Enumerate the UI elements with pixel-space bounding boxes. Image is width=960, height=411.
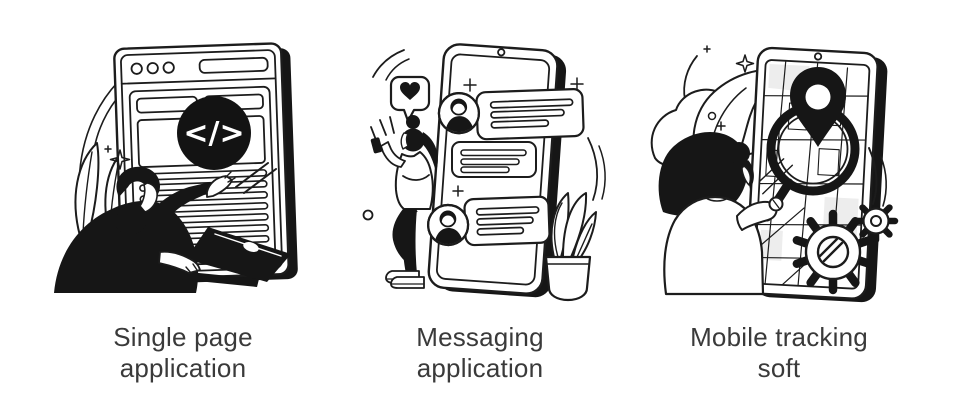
- caption-line: application: [416, 353, 544, 383]
- motion-lines: [235, 162, 277, 194]
- sparkle-icon: [452, 77, 584, 197]
- swoosh-arcs-right: [587, 137, 606, 201]
- caption-line: application: [119, 353, 247, 383]
- handheld-phone-icon: [370, 137, 383, 154]
- typing-hand: [158, 250, 201, 274]
- sparkle-icon: [703, 45, 755, 131]
- caption-line: Single page: [113, 322, 253, 352]
- chat-bubble-1: [438, 88, 585, 141]
- illustration-single-page-application: </>: [54, 42, 298, 293]
- dot-decoration: [362, 209, 374, 221]
- chat-bubble-2: [451, 141, 537, 178]
- swoosh-arcs: [372, 49, 410, 81]
- gear-icon-small: [853, 198, 899, 244]
- location-pin-icon: [790, 67, 846, 147]
- texting-woman-figure: [370, 115, 438, 289]
- camera-dot: [813, 52, 823, 61]
- laptop-icon: [147, 227, 291, 287]
- camera-dot: [497, 48, 506, 57]
- illustration-mobile-tracking-soft: [650, 45, 899, 303]
- chat-bubble-3: [427, 195, 551, 246]
- radiating-lines: [370, 116, 395, 141]
- caption-single-page-application: Single page application: [53, 322, 313, 384]
- potted-plant-icon: [544, 192, 597, 302]
- heart-bubble-icon: [389, 75, 431, 123]
- searching-woman-figure: [658, 132, 784, 296]
- swoosh-arc-left: [683, 55, 698, 101]
- illustration-messaging-application: [362, 43, 606, 302]
- caption-line: Messaging: [416, 322, 544, 352]
- caption-line: soft: [757, 353, 801, 383]
- address-bar: [198, 56, 269, 74]
- code-symbol: </>: [183, 116, 244, 151]
- gear-icon-large: [792, 209, 874, 295]
- code-badge-icon: </>: [177, 96, 251, 170]
- caption-messaging-application: Messaging application: [350, 322, 610, 384]
- caption-line: Mobile tracking: [690, 322, 868, 352]
- window-control-dots: [130, 61, 175, 75]
- caption-mobile-tracking-soft: Mobile tracking soft: [649, 322, 909, 384]
- heart-icon: [400, 82, 420, 100]
- swoosh-arcs-right: [868, 147, 887, 207]
- sparkle-icon: [104, 145, 131, 170]
